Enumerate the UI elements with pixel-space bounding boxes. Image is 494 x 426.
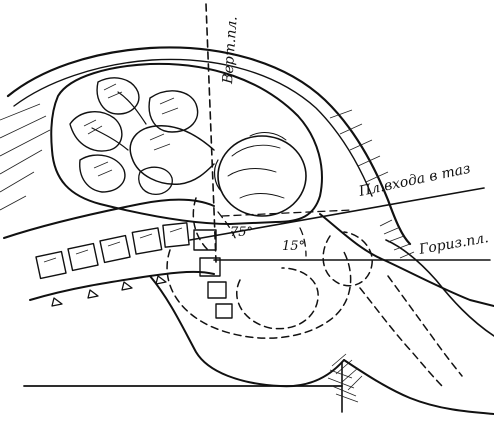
angle-15-label: 15° — [282, 239, 305, 254]
horizontal-plane-label: Гориз.пл. — [417, 230, 490, 258]
abdominal-wall — [0, 47, 410, 244]
spine — [4, 200, 232, 318]
angle-75-label: 75° — [230, 225, 253, 240]
fetus-illustration — [70, 78, 306, 216]
perineum-hatching — [328, 370, 358, 402]
vertical-plane-label: Верт.пл. — [220, 16, 241, 86]
dashed-outlines — [167, 198, 462, 388]
